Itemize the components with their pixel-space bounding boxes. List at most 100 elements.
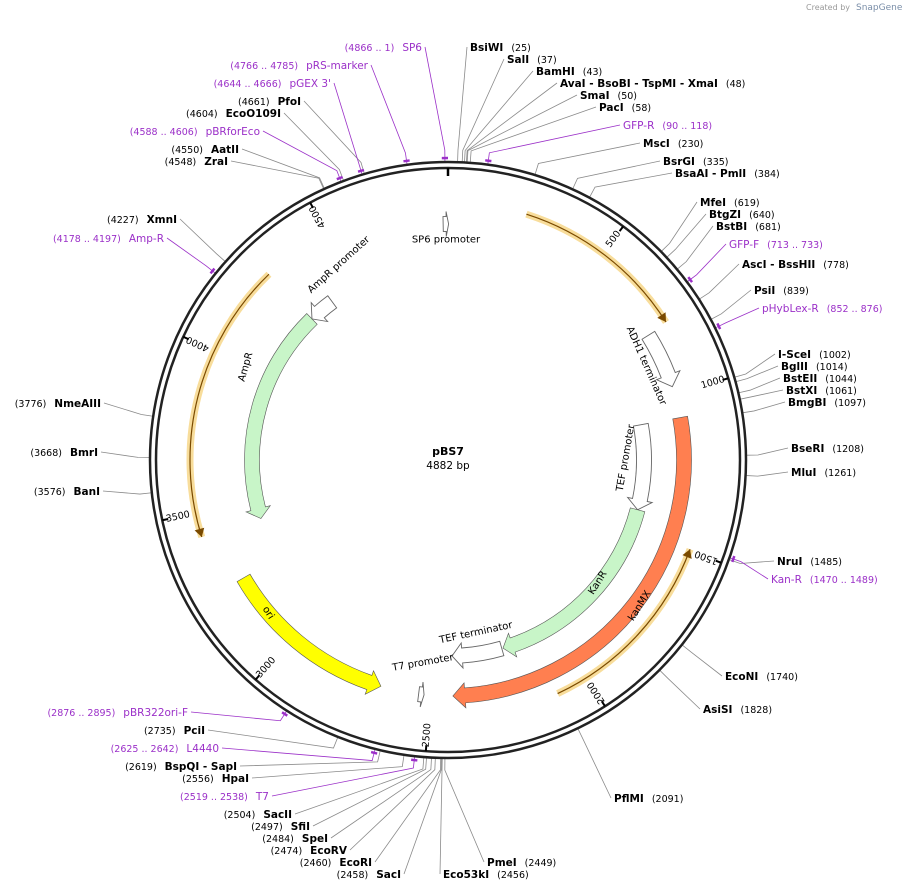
enzyme-leader-line [682, 645, 723, 677]
feature-label-tef-terminator: TEF terminator [437, 620, 514, 647]
scale-tick [309, 202, 314, 209]
enzyme-label-sfii[interactable]: (2497)SfiI [251, 821, 310, 833]
enzyme-leader-line [230, 160, 324, 189]
feature-kanmx [452, 415, 692, 709]
enzyme-leader-line [743, 401, 786, 414]
primer-label-sp6[interactable]: (4866 .. 1)SP6 [345, 42, 423, 54]
enzyme-label-avai-bsobi-tspmi-xmai[interactable]: AvaI - BsoBI - TspMI - XmaI(48) [560, 78, 745, 90]
enzyme-name: NruI [777, 556, 802, 568]
primer-label-kan-r[interactable]: Kan-R(1470 .. 1489) [771, 574, 878, 586]
orf-arrowhead [682, 549, 692, 559]
enzyme-label-bseri[interactable]: BseRI(1208) [791, 443, 864, 455]
enzyme-position: (839) [783, 286, 809, 297]
enzyme-label-bani[interactable]: (3576)BanI [34, 486, 100, 498]
enzyme-label-msci[interactable]: MscI(230) [643, 138, 703, 150]
enzyme-leader-line [667, 213, 707, 258]
enzyme-label-xmni[interactable]: (4227)XmnI [107, 214, 177, 226]
enzyme-label-bsaai-pmli[interactable]: BsaAI - PmlI(384) [675, 168, 780, 180]
enzyme-label-sacii[interactable]: (2504)SacII [224, 809, 292, 821]
enzyme-label-bsiwi[interactable]: BsiWI(25) [470, 42, 531, 54]
orf-arrowhead [194, 527, 205, 538]
primer-label-prs-marker[interactable]: (4766 .. 4785)pRS-marker [230, 60, 368, 72]
enzyme-position: (2456) [497, 870, 529, 881]
enzyme-label-bamhi[interactable]: BamHI(43) [536, 66, 602, 78]
enzyme-label-i-scei[interactable]: I-SceI(1002) [778, 349, 851, 361]
enzyme-label-pcii[interactable]: (2735)PciI [144, 725, 205, 737]
enzyme-label-bglii[interactable]: BglII(1014) [781, 361, 848, 373]
enzyme-label-pfoi[interactable]: (4661)PfoI [238, 96, 301, 108]
primer-label-pbrforeco[interactable]: (4588 .. 4606)pBRforEco [130, 126, 260, 138]
enzyme-label-bmri[interactable]: (3668)BmrI [30, 447, 98, 459]
enzyme-label-btgzi[interactable]: BtgZI(640) [709, 209, 775, 221]
primer-label-t7[interactable]: (2519 .. 2538)T7 [180, 791, 269, 803]
scale-tick-label: 500 [604, 229, 624, 250]
enzyme-label-eco53ki[interactable]: Eco53kI(2456) [443, 869, 529, 881]
enzyme-leader-line [466, 82, 558, 162]
feature-label-sp6-promoter: SP6 promoter [412, 235, 481, 246]
primer-position: (4178 .. 4197) [53, 234, 121, 245]
enzyme-label-psii[interactable]: PsiI (839) [754, 285, 809, 297]
enzyme-label-asisi[interactable]: AsiSI(1828) [703, 704, 772, 716]
scale-tick [618, 225, 625, 232]
primer-label-pbr322ori-f[interactable]: (2876 .. 2895)pBR322ori-F [47, 707, 188, 719]
primer-name: T7 [255, 791, 269, 803]
enzyme-label-sali[interactable]: SalI(37) [507, 54, 557, 66]
enzyme-label-pflmi[interactable]: PflMI(2091) [614, 793, 683, 805]
enzyme-label-ecori[interactable]: (2460)EcoRI [300, 857, 372, 869]
enzyme-position: (2735) [144, 726, 176, 737]
enzyme-name: BtgZI [709, 209, 741, 221]
primer-binding-mark [336, 175, 344, 181]
enzyme-label-aatii[interactable]: (4550)AatII [171, 144, 239, 156]
enzyme-label-ecorv[interactable]: (2474)EcoRV [271, 845, 348, 857]
enzyme-position: (3576) [34, 487, 66, 498]
enzyme-position: (230) [678, 139, 704, 150]
enzyme-name: PacI [599, 102, 624, 114]
enzyme-name: PmeI [487, 857, 517, 869]
enzyme-leader-line [534, 142, 641, 175]
enzyme-label-spei[interactable]: (2484)SpeI [262, 833, 328, 845]
primer-label-pgex-3[interactable]: (4644 .. 4666)pGEX 3' [214, 78, 331, 90]
enzyme-leader-line [735, 353, 776, 378]
enzyme-leader-line [699, 263, 740, 300]
enzyme-label-bstxi[interactable]: BstXI(1061) [786, 385, 857, 397]
enzyme-label-bstbi[interactable]: BstBI(681) [716, 221, 781, 233]
enzyme-label-mfei[interactable]: MfeI(619) [700, 197, 760, 209]
feature-label-t7-promoter: T7 promoter [391, 652, 456, 674]
enzyme-label-bsrgi[interactable]: BsrGI(335) [663, 156, 729, 168]
feature-ori [236, 573, 382, 695]
enzyme-label-bmgbi[interactable]: BmgBI(1097) [788, 397, 866, 409]
primer-label-amp-r[interactable]: (4178 .. 4197)Amp-R [53, 233, 164, 245]
enzyme-label-nmeaiii[interactable]: (3776)NmeAIII [15, 398, 101, 410]
enzyme-label-saci[interactable]: (2458)SacI [337, 869, 401, 881]
enzyme-label-pmei[interactable]: PmeI(2449) [487, 857, 556, 869]
enzyme-label-bsteii[interactable]: BstEII(1044) [783, 373, 857, 385]
primer-binding-mark [716, 322, 722, 330]
enzyme-label-hpai[interactable]: (2556)HpaI [182, 773, 249, 785]
enzyme-label-zrai[interactable]: (4548)ZraI [165, 156, 228, 168]
enzyme-leader-line [239, 751, 381, 767]
leader-lines [100, 46, 789, 875]
orf-arrowhead [657, 312, 666, 323]
enzyme-name: BstBI [716, 221, 747, 233]
enzyme-label-paci[interactable]: PacI(58) [599, 102, 651, 114]
enzyme-position: (2458) [337, 870, 369, 881]
enzyme-label-ecoo109i[interactable]: (4604)EcoO109I [186, 108, 281, 120]
enzyme-name: BmrI [70, 447, 98, 459]
primer-label-phyblex-r[interactable]: pHybLex-R(852 .. 876) [762, 303, 882, 315]
primer-label-l4440[interactable]: (2625 .. 2642)L4440 [111, 743, 219, 755]
enzyme-label-bspqi-sapi[interactable]: (2619)BspQI - SapI [125, 761, 237, 773]
primer-label-gfp-f[interactable]: GFP-F(713 .. 733) [729, 239, 823, 251]
primer-label-gfp-r[interactable]: GFP-R(90 .. 118) [623, 120, 712, 132]
scale-tick-label: 4000 [184, 333, 211, 353]
enzyme-label-asci-bsshii[interactable]: AscI - BssHII(778) [742, 259, 849, 271]
enzyme-label-smai[interactable]: SmaI(50) [580, 90, 637, 102]
enzyme-label-nrui[interactable]: NruI(1485) [777, 556, 842, 568]
primer-leader-line [487, 124, 621, 164]
enzyme-name: PsiI [754, 285, 775, 297]
enzyme-label-econi[interactable]: EcoNI(1740) [725, 671, 798, 683]
enzyme-label-mlui[interactable]: MluI(1261) [791, 467, 856, 479]
enzyme-name: AscI - BssHII [742, 259, 815, 271]
scale-tick [162, 518, 169, 522]
primer-position: (4766 .. 4785) [230, 61, 298, 72]
